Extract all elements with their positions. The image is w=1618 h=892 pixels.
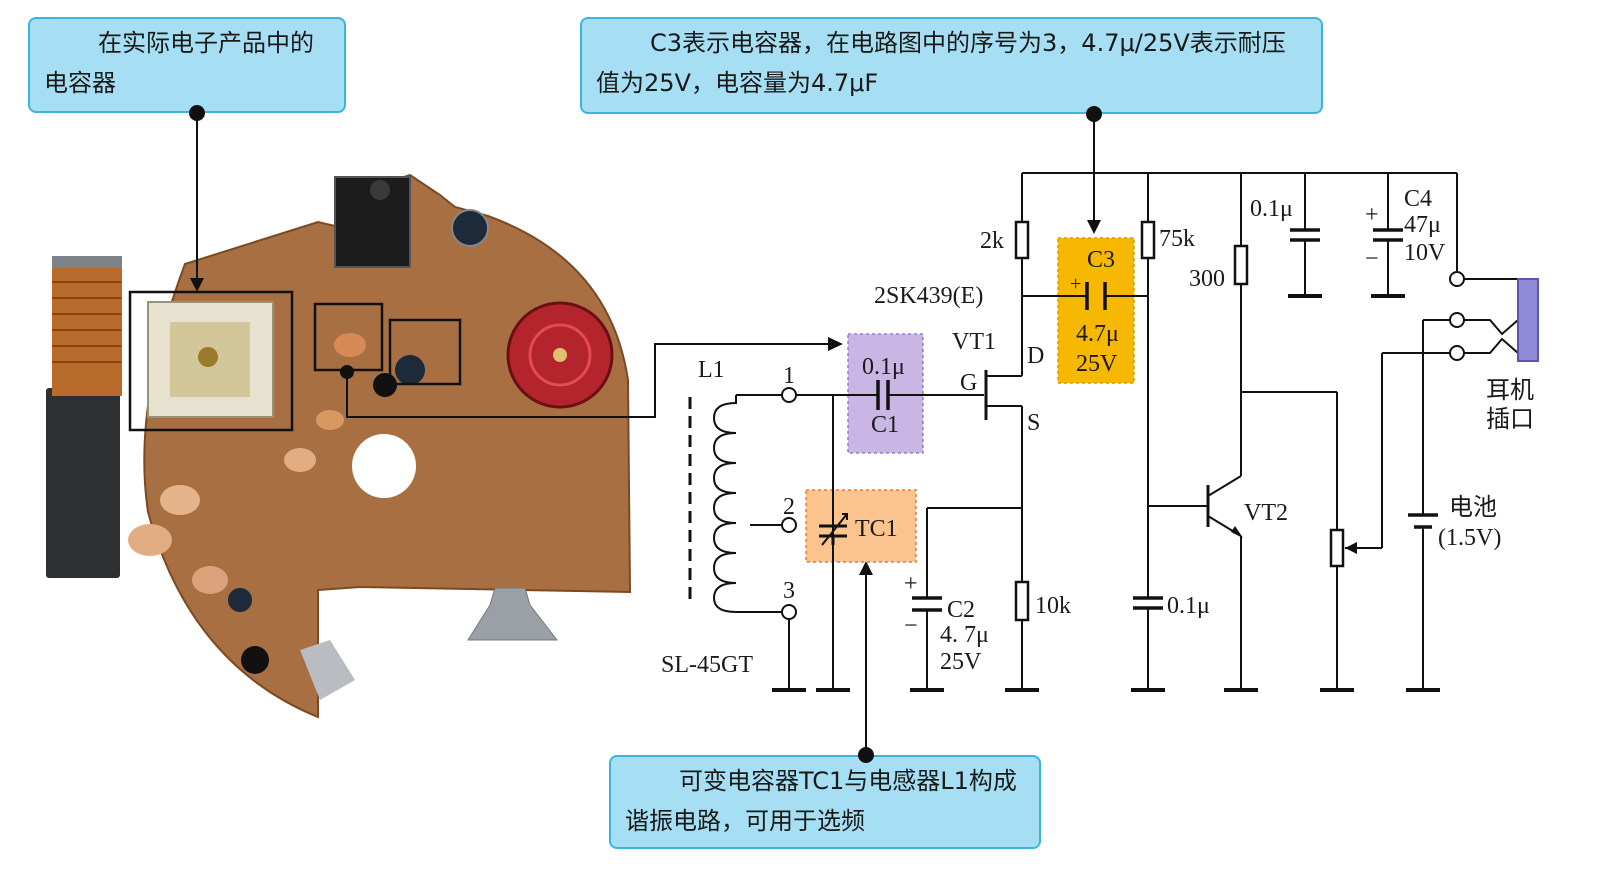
label-r300: 300 xyxy=(1189,266,1225,292)
label-drain: D xyxy=(1027,343,1044,369)
label-c3-value: 4.7μ xyxy=(1076,321,1119,347)
photo-highlight-c1 xyxy=(388,318,462,386)
label-c-top: 0.1μ xyxy=(1250,196,1293,222)
pcb-hole xyxy=(352,434,416,498)
label-gate: G xyxy=(960,370,977,396)
circuit-labels: L1 SL-45GT 1 2 3 0.1μ C1 TC1 C2 4. 7μ 25… xyxy=(661,186,1534,678)
resistors xyxy=(1014,220,1345,622)
label-c1: C1 xyxy=(871,412,899,438)
resistor-10k xyxy=(1014,580,1030,622)
label-l1: L1 xyxy=(698,357,725,383)
label-r10k: 10k xyxy=(1035,593,1071,619)
callout-c3-text: C3表示电容器，在电路图中的序号为3，4.7μ/25V表示耐压值为25V，电容量… xyxy=(596,29,1286,97)
callout-tc1-text: 可变电容器TC1与电感器L1构成谐振电路，可用于选频 xyxy=(625,767,1017,835)
callout-tc1: 可变电容器TC1与电感器L1构成谐振电路，可用于选频 xyxy=(609,755,1041,849)
callout-photo-text: 在实际电子产品中的电容器 xyxy=(44,29,314,97)
label-battery-2: (1.5V) xyxy=(1438,525,1501,551)
resistor-2k xyxy=(1014,220,1030,260)
label-vt1: VT1 xyxy=(952,329,996,355)
label-terminal-3: 3 xyxy=(783,578,795,604)
label-c-bottom: 0.1μ xyxy=(1167,593,1210,619)
label-c4-value: 47μ xyxy=(1404,212,1441,238)
label-vt2: VT2 xyxy=(1244,500,1288,526)
label-c2-value: 4. 7μ xyxy=(940,622,989,648)
label-c4-volt: 10V xyxy=(1404,240,1446,266)
resistor-300 xyxy=(1233,244,1249,286)
variable-capacitor-tc1 xyxy=(819,513,848,546)
coil-windings xyxy=(52,281,122,363)
terminals xyxy=(781,271,1465,620)
capacitors xyxy=(876,228,1438,612)
circuit-wires xyxy=(688,172,1519,690)
c3-highlight xyxy=(1057,237,1135,384)
callout-c3: C3表示电容器，在电路图中的序号为3，4.7μ/25V表示耐压值为25V，电容量… xyxy=(580,17,1323,114)
label-c2-volt: 25V xyxy=(940,649,982,675)
label-c2: C2 xyxy=(947,597,975,623)
ferrite-rod-core xyxy=(46,388,120,578)
electrolytic-cap-top xyxy=(451,209,489,247)
ferrite-rod-coil xyxy=(52,256,122,396)
photo-highlight-tuning-cap xyxy=(128,290,294,432)
label-c4-minus: − xyxy=(1365,246,1379,272)
label-c2-plus: + xyxy=(904,571,918,597)
label-c1-value: 0.1μ xyxy=(862,354,905,380)
label-c3-volt: 25V xyxy=(1076,351,1118,377)
label-source: S xyxy=(1027,410,1040,436)
label-battery-1: 电池 xyxy=(1449,494,1497,521)
earphone-jack-icon xyxy=(1517,278,1539,362)
label-c4-plus: + xyxy=(1365,202,1379,228)
c1-highlight xyxy=(847,333,924,454)
label-tc1: TC1 xyxy=(855,516,898,542)
label-terminal-1: 1 xyxy=(783,363,795,389)
ground-bars xyxy=(772,294,1440,692)
potentiometer xyxy=(1329,528,1345,568)
label-c4: C4 xyxy=(1404,186,1432,212)
label-earphone-1: 耳机 xyxy=(1486,377,1534,404)
label-sl45gt: SL-45GT xyxy=(661,652,753,678)
label-c3-plus: + xyxy=(1070,273,1081,295)
label-fet-model: 2SK439(E) xyxy=(874,283,983,309)
bottom-clip xyxy=(467,587,559,641)
label-c2-minus: − xyxy=(904,613,918,639)
label-r2k: 2k xyxy=(980,228,1004,254)
label-terminal-2: 2 xyxy=(783,494,795,520)
resistor-75k xyxy=(1140,220,1156,260)
pcb-photo xyxy=(46,173,632,719)
label-r75k: 75k xyxy=(1159,226,1195,252)
callout-photo: 在实际电子产品中的电容器 xyxy=(28,17,346,113)
callout-leaders xyxy=(189,105,1102,763)
label-earphone-2: 插口 xyxy=(1486,406,1534,433)
circuit-arrows xyxy=(1231,526,1357,554)
label-c3: C3 xyxy=(1087,247,1115,273)
